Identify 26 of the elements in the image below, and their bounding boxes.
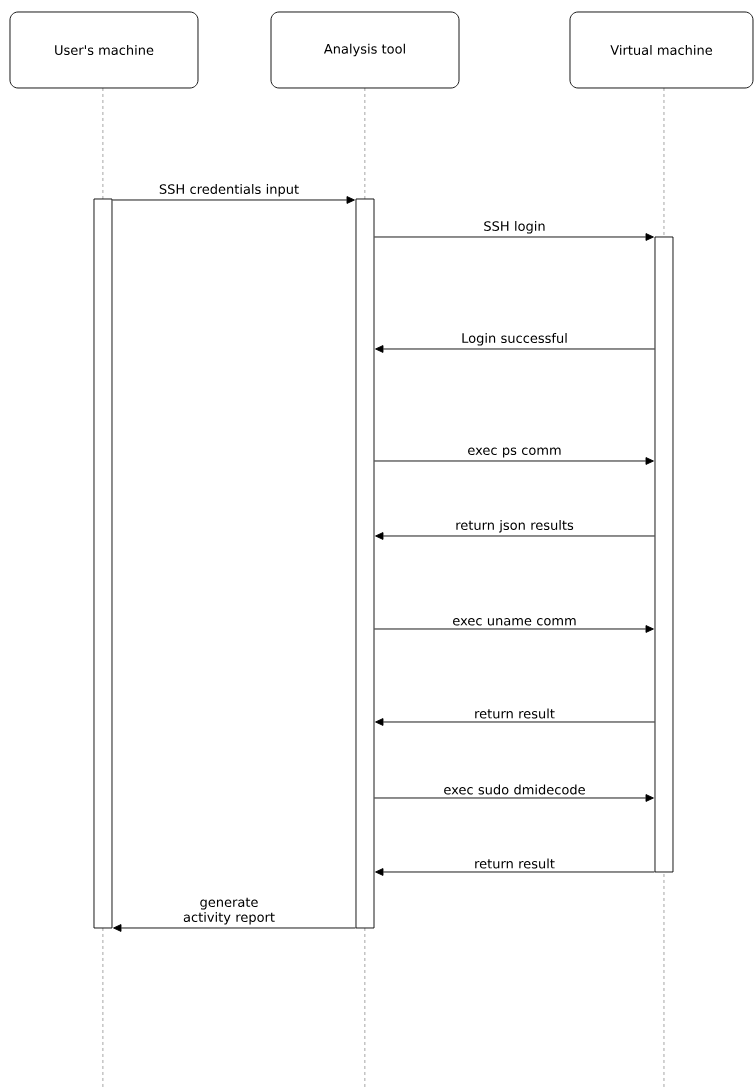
message-arrow — [113, 924, 356, 932]
message-label: generate activity report — [183, 897, 275, 925]
message-label: exec ps comm — [468, 447, 561, 458]
message-arrow — [374, 794, 654, 802]
participant-box: Analysis tool — [270, 11, 460, 89]
message-arrow — [374, 233, 654, 241]
message-label: return result — [475, 858, 555, 869]
message-arrow — [374, 457, 654, 465]
message-label: SSH credentials input — [159, 183, 299, 197]
activation-bar — [93, 198, 113, 929]
message-label: exec uname comm — [453, 618, 576, 626]
activation-bar — [355, 198, 375, 929]
message-arrow — [112, 196, 355, 204]
message-label: exec sudo dmidecode — [444, 784, 585, 795]
message-label: return json results — [456, 519, 574, 533]
message-arrow — [375, 718, 655, 726]
participant-box: Virtual machine — [569, 11, 754, 89]
activation-bar — [654, 236, 674, 873]
message-arrow — [375, 868, 655, 876]
message-label: Login successful — [462, 332, 567, 346]
message-arrow — [374, 625, 654, 633]
message-label: SSH login — [484, 220, 545, 234]
participant-box: User's machine — [9, 11, 199, 89]
message-arrow — [375, 345, 655, 353]
message-arrow — [375, 532, 655, 540]
message-label: return result — [475, 708, 555, 719]
